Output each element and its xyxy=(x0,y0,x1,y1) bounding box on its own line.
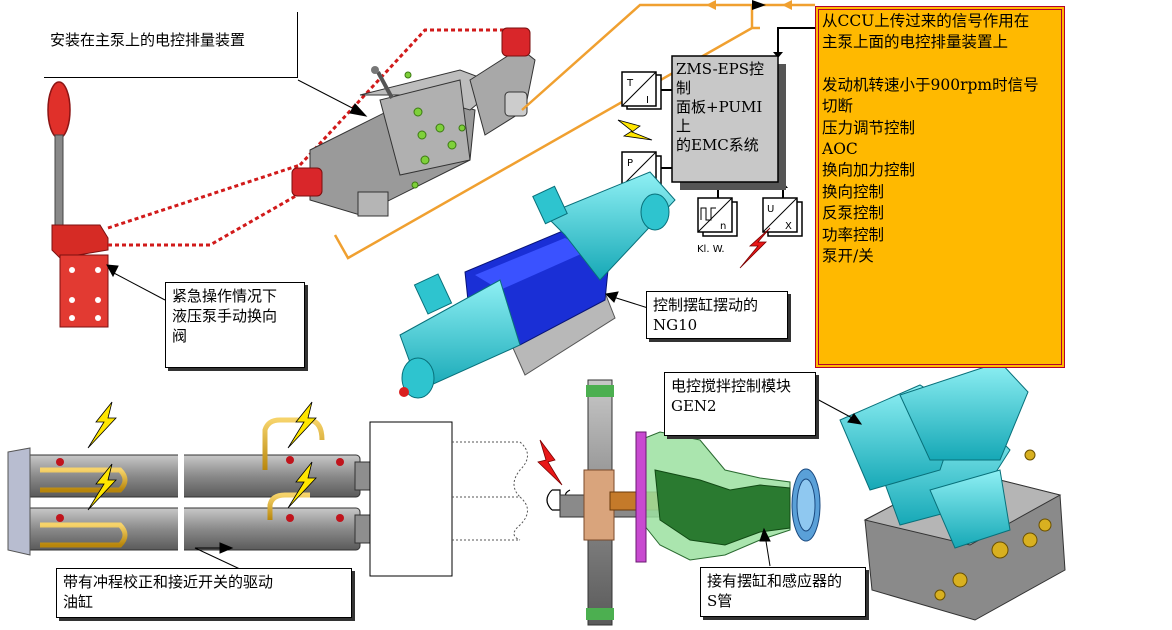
sensor-u-bottom: X xyxy=(785,221,792,232)
ccu-header-line-2: 主泵上面的电控排量装置上 xyxy=(822,33,1009,52)
ccu-spacer xyxy=(822,54,1058,75)
ng10-swing-valve xyxy=(399,171,676,399)
callout-leaders xyxy=(106,79,863,571)
label-emergency-line-2: 液压泵手动换向 xyxy=(172,307,278,325)
emergency-hand-lever xyxy=(47,81,109,328)
label-cylinder-line-2: 油缸 xyxy=(63,593,94,611)
connector-frame xyxy=(369,421,528,577)
dotted-link-lines xyxy=(107,28,520,247)
ccu-item: AOC xyxy=(822,140,858,159)
control-box-line-3: 的EMC系统 xyxy=(676,136,759,154)
control-box-label: ZMS-EPS控制 面板+PUMI上 的EMC系统 xyxy=(676,60,776,155)
sensor-p-top: P xyxy=(627,158,633,169)
gen2-mixing-module xyxy=(839,361,1066,621)
lightning-icon-cylinder xyxy=(87,401,317,511)
lightning-icon-sensor xyxy=(537,439,563,486)
klw-label: Kl. W. xyxy=(697,244,725,255)
sensor-t-top: T xyxy=(626,78,634,89)
speed-sensor-icon xyxy=(697,197,738,237)
label-cylinder: 带有冲程校正和接近开关的驱动 油缸 xyxy=(56,568,352,618)
sensor-t-bottom: I xyxy=(646,95,649,106)
label-ng10-line-2: NG10 xyxy=(653,316,698,334)
label-emergency: 紧急操作情况下 液压泵手动换向 阀 xyxy=(165,282,305,368)
signal-arrowheads xyxy=(706,0,792,10)
lightning-icon-voltage xyxy=(739,227,771,269)
label-s-tube-line-2: S管 xyxy=(707,592,733,610)
control-box-line-2: 面板+PUMI上 xyxy=(676,98,763,135)
pump-displacement-valve xyxy=(291,27,536,217)
ccu-item: 反泵控制 xyxy=(822,204,885,223)
label-ng10: 控制摆缸摆动的 NG10 xyxy=(646,291,788,339)
label-gen2: 电控搅拌控制模块 GEN2 xyxy=(664,372,816,436)
emc-control-box xyxy=(671,55,786,190)
ccu-signal-panel: 从CCU上传过来的信号作用在 主泵上面的电控排量装置上 发动机转速小于900rp… xyxy=(815,6,1065,368)
ccu-item: 换向加力控制 xyxy=(822,161,916,180)
label-emergency-line-3: 阀 xyxy=(172,327,188,345)
ccu-item: 功率控制 xyxy=(822,225,885,244)
ccu-item: 切断 xyxy=(822,97,854,116)
voltage-sensor-icon xyxy=(762,197,803,237)
label-s-tube-line-1: 接有摆缸和感应器的 xyxy=(707,572,843,590)
ccu-header-line-1: 从CCU上传过来的信号作用在 xyxy=(822,12,1030,30)
drive-cylinders xyxy=(7,417,376,560)
sensor-n-letter: n xyxy=(720,221,726,232)
ccu-item: 换向控制 xyxy=(822,182,885,201)
label-gen2-line-1: 电控搅拌控制模块 xyxy=(671,377,792,395)
label-emergency-line-1: 紧急操作情况下 xyxy=(172,287,278,305)
control-box-line-1: ZMS-EPS控制 xyxy=(676,60,764,97)
ccu-item: 压力调节控制 xyxy=(822,118,916,137)
sensor-u-top: U xyxy=(767,204,774,215)
label-cylinder-line-1: 带有冲程校正和接近开关的驱动 xyxy=(63,573,274,591)
label-pump-valve-text: 安装在主泵上的电控排量装置 xyxy=(50,31,246,49)
lightning-icon-control xyxy=(617,119,653,141)
label-ng10-line-1: 控制摆缸摆动的 xyxy=(653,296,759,314)
label-gen2-line-2: GEN2 xyxy=(671,397,717,415)
label-s-tube: 接有摆缸和感应器的 S管 xyxy=(700,567,866,617)
s-tube-assembly xyxy=(559,379,821,626)
temperature-sensor-icon xyxy=(621,71,662,110)
label-pump-valve: 安装在主泵上的电控排量装置 xyxy=(44,12,298,78)
ccu-item: 泵开/关 xyxy=(822,247,874,266)
ccu-item: 发动机转速小于900rpm时信号 xyxy=(822,75,1039,94)
